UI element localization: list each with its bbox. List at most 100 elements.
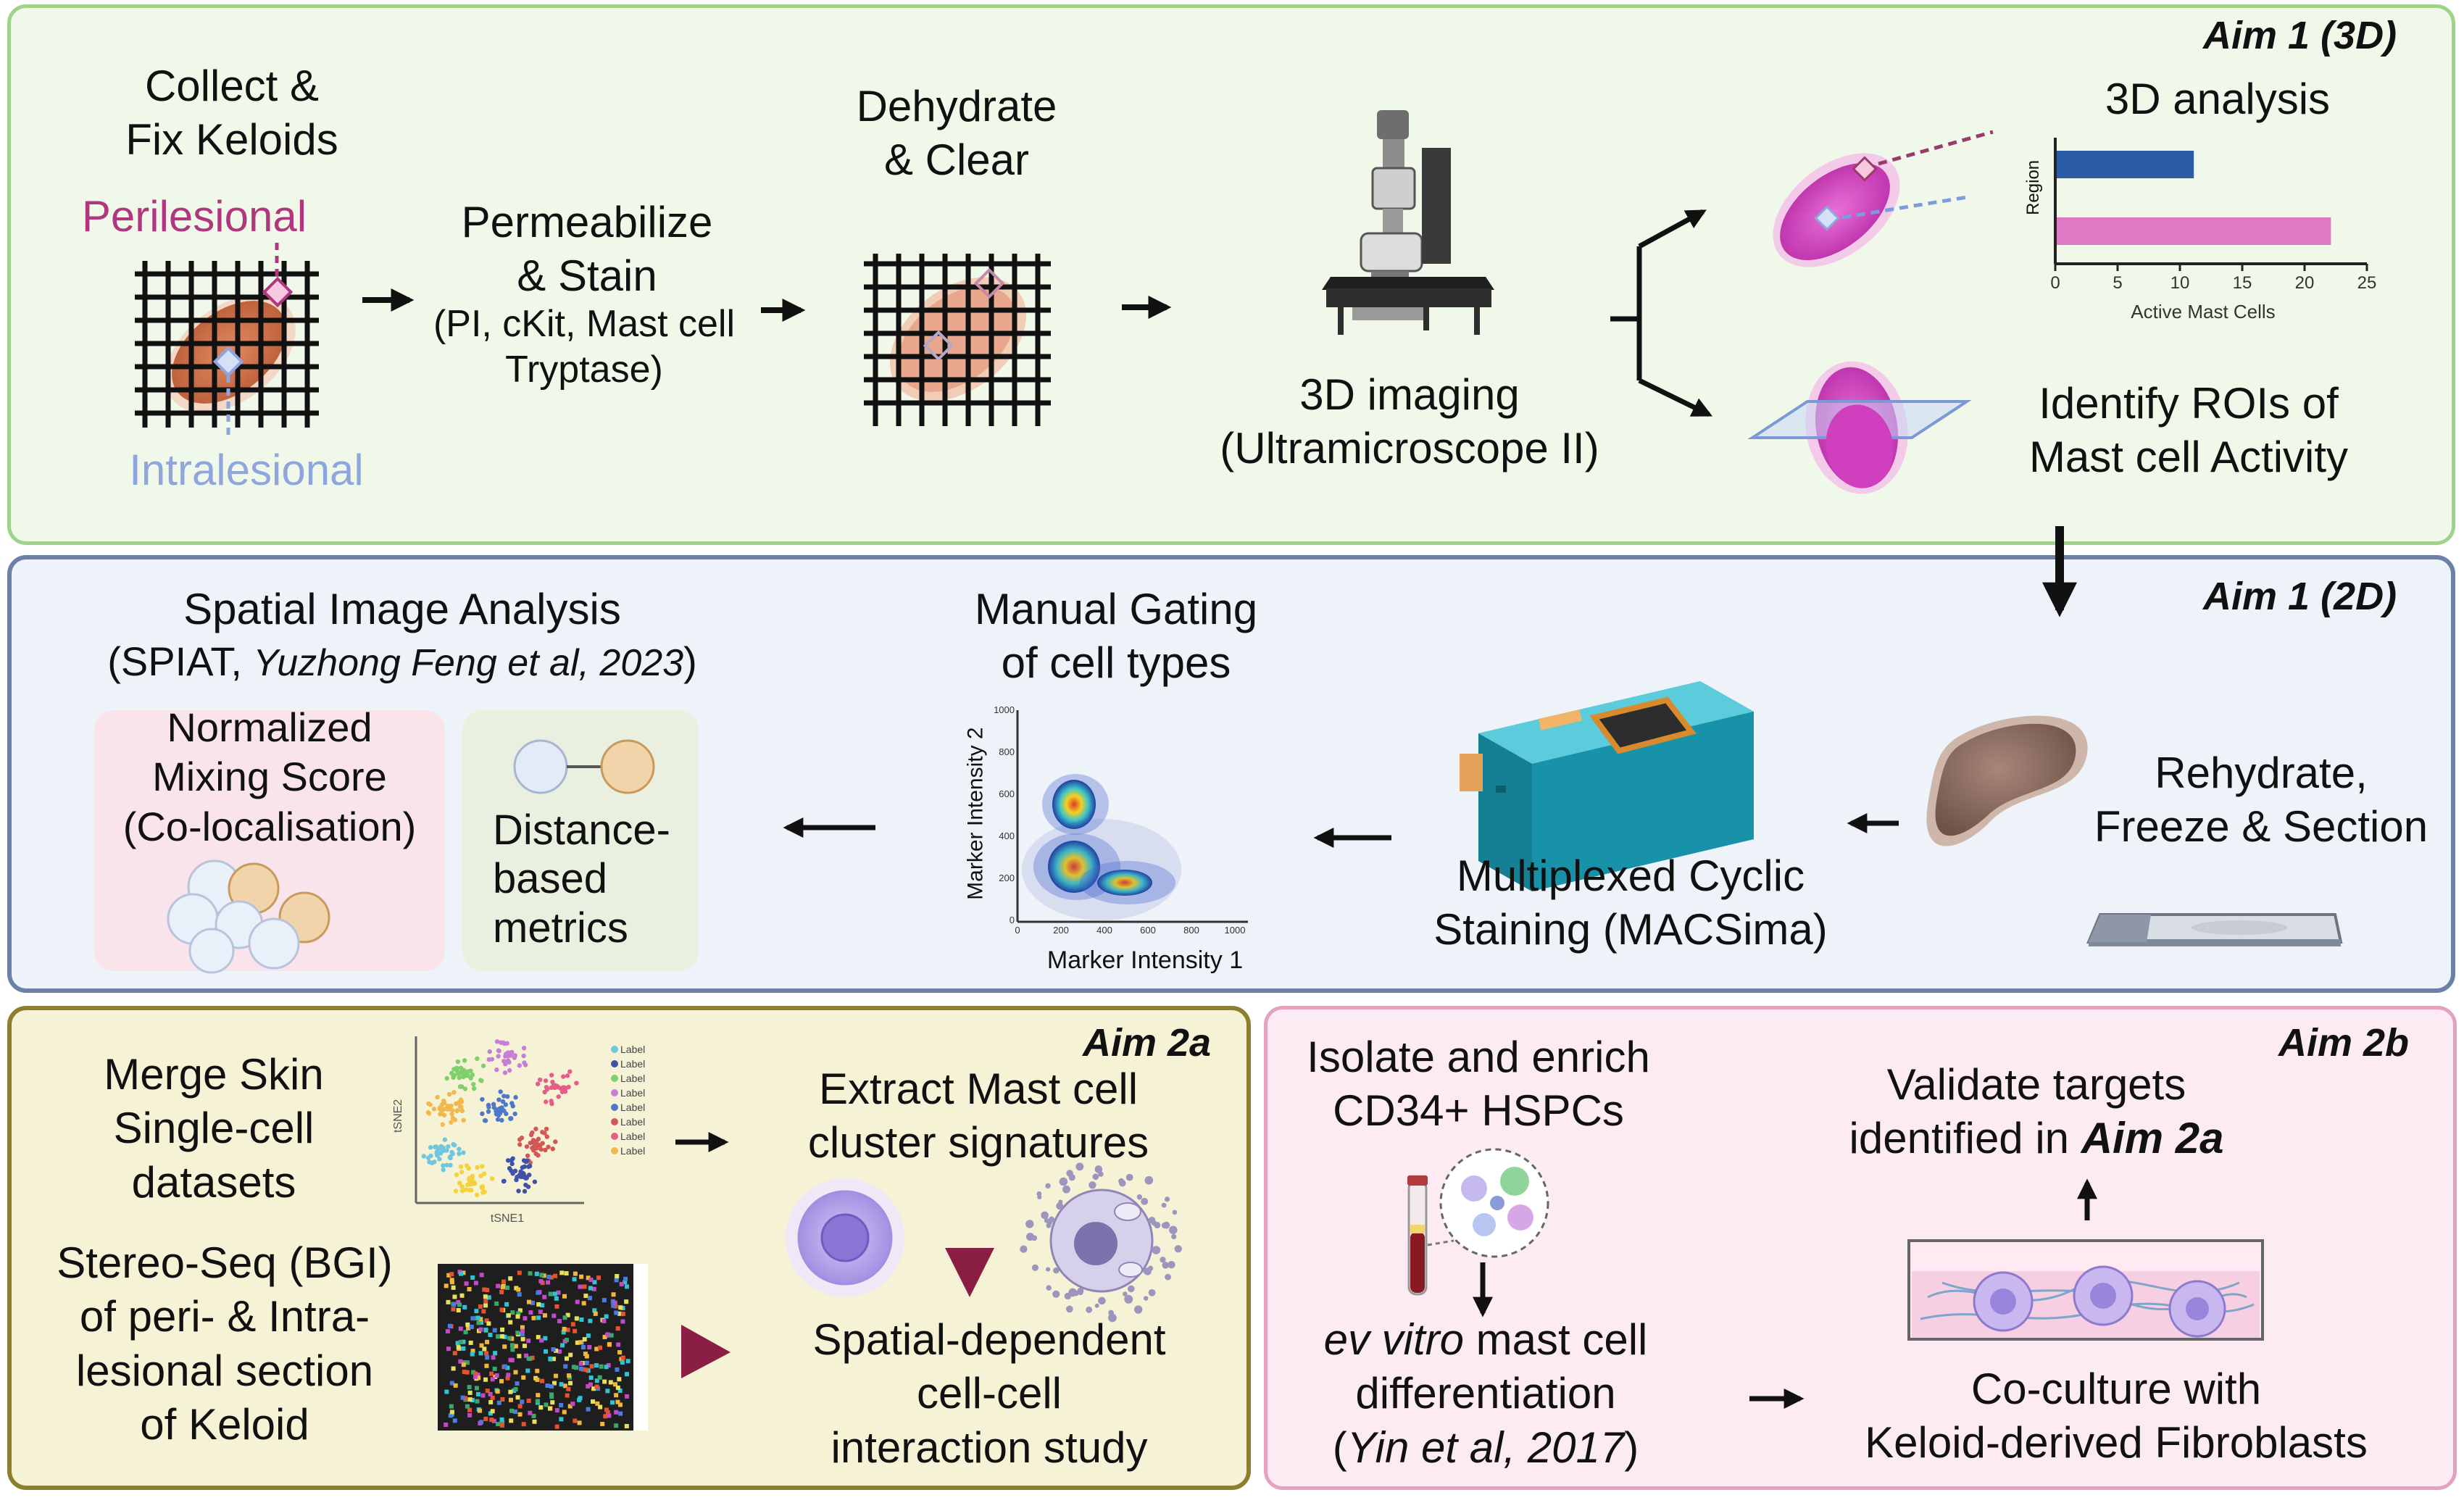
stereo-spot	[583, 1352, 588, 1357]
granule	[1041, 1211, 1049, 1220]
tsne-point	[452, 1142, 457, 1148]
granule	[1025, 1233, 1035, 1241]
perilesional-label: Perilesional	[81, 192, 307, 241]
stereo-spot	[508, 1276, 513, 1281]
tsne-legend-label: Label	[620, 1116, 646, 1128]
aim2a-panel	[7, 1006, 1251, 1490]
gating-ytick: 0	[1009, 915, 1015, 925]
stereo-spot	[499, 1289, 504, 1294]
tsne-point	[538, 1146, 544, 1152]
stereo-spot	[474, 1309, 479, 1314]
rehydrate-label: Rehydrate,Freeze & Section	[2094, 749, 2428, 852]
keloid-grid-2	[864, 254, 1051, 426]
tsne-point	[475, 1056, 480, 1062]
stereo-spot	[540, 1303, 545, 1308]
gating-xtick: 0	[1015, 925, 1020, 936]
stereo-spot	[580, 1344, 586, 1349]
stereo-spot	[543, 1336, 548, 1341]
granule	[1108, 1313, 1117, 1323]
tsne-point	[528, 1140, 533, 1146]
stereo-spot	[617, 1377, 622, 1382]
tsne-point	[549, 1099, 554, 1104]
stereo-spot	[508, 1320, 513, 1325]
mixing-score-icon	[167, 859, 330, 974]
stereo-spot	[562, 1326, 567, 1331]
stereo-spot	[460, 1395, 465, 1400]
stereo-spot	[505, 1375, 510, 1381]
tsne-point	[498, 1089, 503, 1094]
intralesional-label: Intralesional	[129, 446, 364, 494]
tsne-point	[526, 1173, 532, 1178]
granule	[1148, 1216, 1156, 1224]
tsne-point	[535, 1081, 541, 1086]
stereo-spot	[608, 1380, 613, 1385]
granule	[1125, 1173, 1133, 1181]
tsne-point	[517, 1063, 523, 1068]
stereo-spot	[499, 1423, 504, 1428]
granule	[1025, 1220, 1034, 1228]
tsne-point	[512, 1055, 517, 1060]
granule	[1089, 1181, 1096, 1189]
tsne-point	[452, 1117, 458, 1123]
tsne-point	[501, 1094, 507, 1099]
tsne-point	[468, 1175, 473, 1181]
imaging-label: 3D imaging(Ultramicroscope II)	[1220, 370, 1599, 473]
stereo-spot	[573, 1328, 578, 1333]
stereo-spot	[554, 1304, 559, 1309]
tsne-point	[494, 1067, 499, 1073]
stereo-spot	[520, 1325, 525, 1330]
stereo-spot	[479, 1320, 484, 1325]
tsne-point	[514, 1177, 519, 1183]
tsne-point	[431, 1107, 437, 1112]
tsne-point	[565, 1073, 570, 1078]
tsne-point	[516, 1188, 521, 1194]
tsne-point	[544, 1134, 550, 1139]
dehydrate-label: Dehydrate& Clear	[856, 82, 1057, 185]
stereo-spot	[515, 1381, 520, 1386]
stereo-spot	[500, 1334, 505, 1339]
tsne-point	[437, 1157, 442, 1162]
tsne-point	[536, 1142, 541, 1148]
stereo-spot	[625, 1394, 630, 1399]
tsne-point	[510, 1156, 515, 1161]
gating-ytick: 1000	[994, 704, 1015, 715]
rehydrated-tissue	[1926, 715, 2088, 846]
stereo-spot	[530, 1300, 535, 1305]
stereo-spot	[499, 1378, 504, 1383]
stereo-spot	[599, 1364, 604, 1369]
granule	[1144, 1296, 1149, 1301]
tsne-point	[441, 1112, 447, 1118]
stereo-spot	[483, 1299, 488, 1304]
tsne-point	[567, 1069, 573, 1074]
stereo-spot	[577, 1420, 582, 1425]
tsne-legend-swatch	[611, 1147, 618, 1154]
stereo-spot	[554, 1408, 559, 1413]
tsne-point	[524, 1144, 530, 1149]
stereo-spot	[449, 1410, 454, 1415]
stereo-spot	[446, 1346, 451, 1352]
stereo-spot	[589, 1364, 594, 1369]
tsne-point	[461, 1074, 466, 1080]
tsne-point	[433, 1144, 439, 1149]
tsne-xlabel: tSNE1	[490, 1212, 525, 1225]
stereo-spot	[540, 1378, 545, 1383]
granule	[1162, 1221, 1170, 1229]
stereo-spot	[456, 1345, 461, 1350]
stereo-spot	[584, 1354, 589, 1359]
tsne-point	[494, 1112, 499, 1117]
tsne-point	[452, 1073, 457, 1078]
tsne-point	[510, 1104, 515, 1109]
granule	[1092, 1173, 1099, 1181]
granule	[1068, 1174, 1075, 1181]
aim2b-tag: Aim 2b	[2278, 1021, 2410, 1065]
stereo-spot	[505, 1285, 510, 1290]
tsne-point	[459, 1108, 465, 1114]
stereo-spot	[564, 1356, 569, 1361]
stereo-spot	[615, 1386, 620, 1391]
stereo-spot	[559, 1270, 565, 1275]
analysis-title: 3D analysis	[2105, 75, 2331, 123]
